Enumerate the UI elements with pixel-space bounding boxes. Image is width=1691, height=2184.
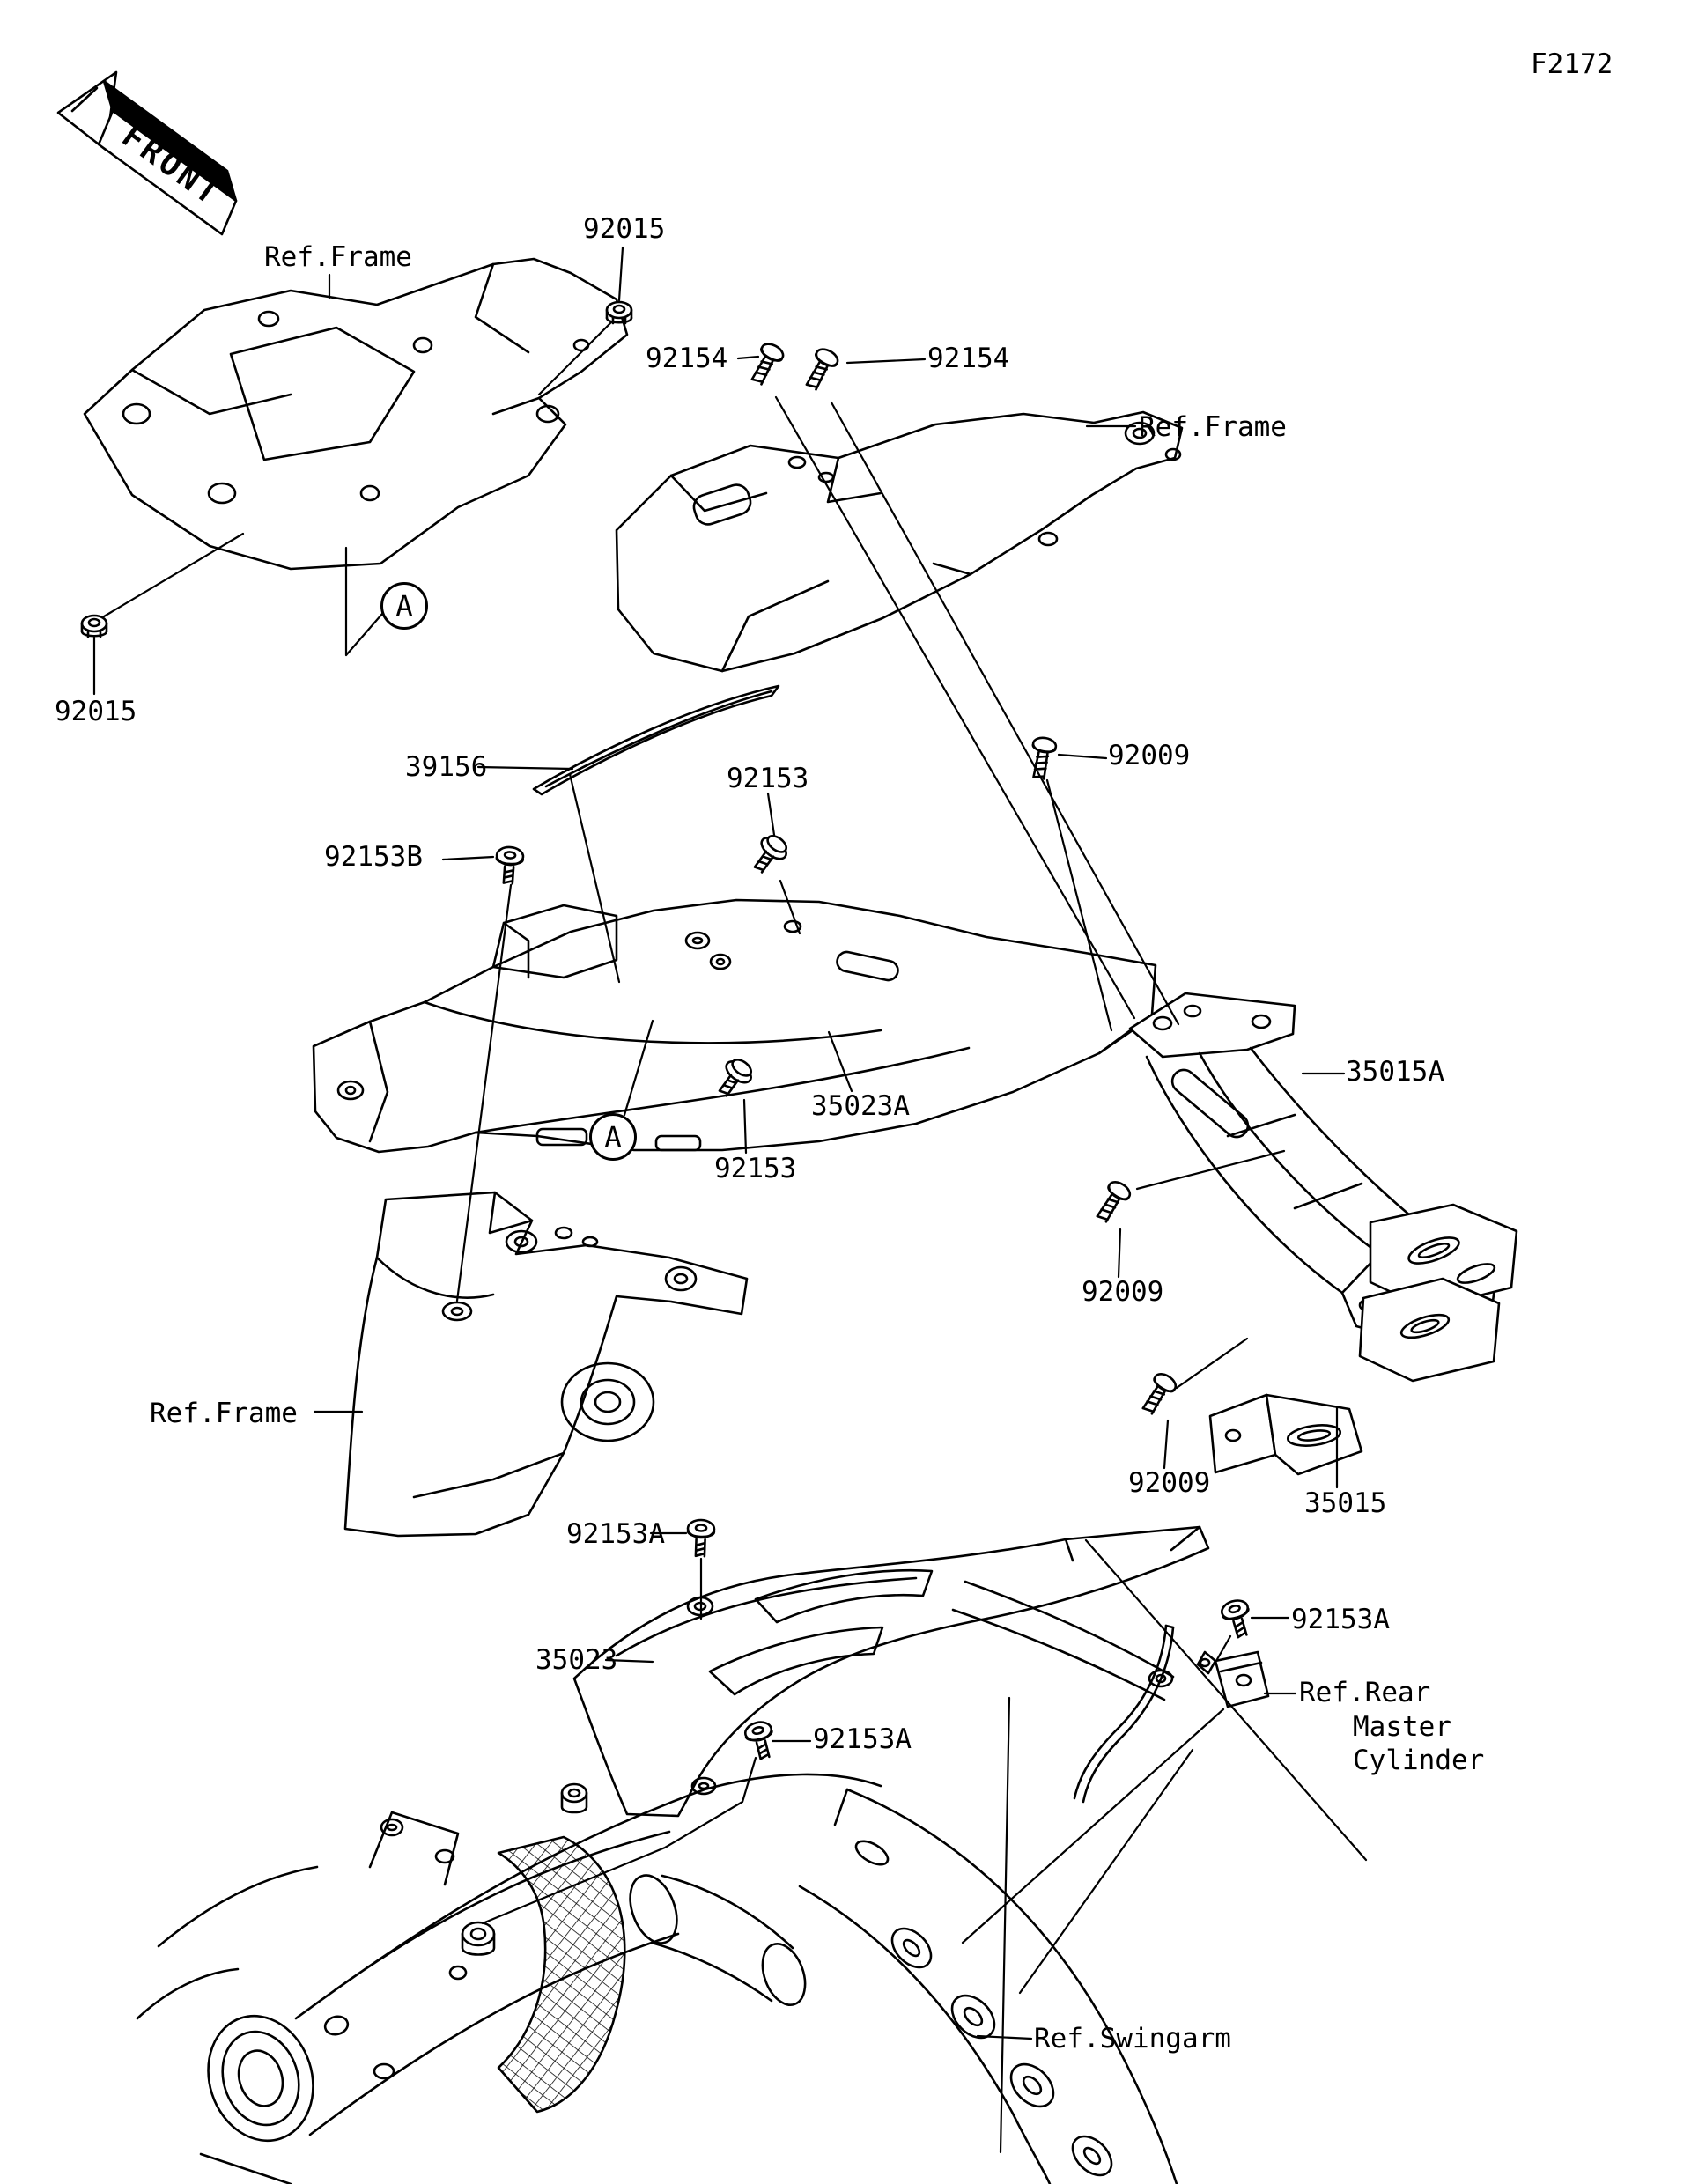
- callout-92153-2: 92153: [714, 1153, 797, 1184]
- callout-35015A: 35015A: [1346, 1056, 1444, 1088]
- stay-slotted-plates: [1358, 1203, 1518, 1383]
- callout-ref-rear-master-cylinder-line3: Cylinder: [1353, 1745, 1485, 1776]
- callout-92154-2: 92154: [927, 343, 1010, 374]
- callout-ref-frame-3: Ref.Frame: [150, 1398, 298, 1429]
- callout-92009-1: 92009: [1108, 740, 1191, 771]
- callout-39156: 39156: [405, 751, 488, 783]
- figure-code: F2172: [1531, 48, 1613, 80]
- callout-35015: 35015: [1304, 1487, 1387, 1519]
- callout-ref-swingarm: Ref.Swingarm: [1034, 2023, 1231, 2055]
- screw-92153A-3: [1218, 1596, 1257, 1642]
- callout-92009-2: 92009: [1082, 1276, 1164, 1308]
- nut-92015-2: [80, 614, 108, 638]
- screw-92009-3: [1136, 1369, 1180, 1419]
- screw-92153A-1: [685, 1518, 716, 1558]
- trim-strip-part: [532, 684, 780, 796]
- callout-35023A: 35023A: [811, 1090, 910, 1122]
- screw-92154-1: [745, 339, 787, 388]
- callout-ref-rear-master-cylinder-line1: Ref.Rear: [1299, 1677, 1431, 1708]
- callout-92153-1: 92153: [727, 763, 809, 794]
- callout-92015-2: 92015: [55, 696, 137, 727]
- screw-92154-2: [800, 344, 842, 394]
- callout-ref-frame-2: Ref.Frame: [1139, 411, 1287, 443]
- rear-master-cylinder-ref: [1073, 1624, 1270, 1804]
- swingarm-part: [136, 1773, 1178, 2184]
- callout-92153A-2: 92153A: [813, 1723, 912, 1755]
- callout-92009-3: 92009: [1128, 1467, 1211, 1499]
- callout-92153B: 92153B: [324, 841, 423, 873]
- callout-ref-rear-master-cylinder-line2: Master: [1353, 1711, 1451, 1743]
- rear-frame-upper-part: [615, 410, 1184, 673]
- callout-92015-1: 92015: [583, 213, 666, 245]
- detail-marker-a-1: A: [380, 582, 428, 630]
- callout-35023: 35023: [535, 1644, 618, 1676]
- frame-mid-part: [343, 1191, 749, 1538]
- leader-lines: [92, 246, 1368, 2154]
- detail-marker-a-2: A: [589, 1113, 637, 1161]
- license-bracket-part: [1208, 1393, 1363, 1476]
- front-arrow-icon: FRONT: [56, 70, 238, 236]
- callout-ref-frame-1: Ref.Frame: [264, 241, 412, 273]
- screw-92153B: [493, 845, 525, 886]
- screw-92153-1: [745, 830, 794, 880]
- screw-92009-2: [1090, 1177, 1134, 1227]
- callout-92154-1: 92154: [646, 343, 728, 374]
- callout-92153A-1: 92153A: [566, 1518, 665, 1550]
- frame-left-part: [83, 257, 629, 571]
- screw-92009-1: [1026, 734, 1059, 781]
- rear-fender-inner-part: [312, 898, 1157, 1154]
- rear-fender-part: [572, 1525, 1210, 1818]
- callout-92153A-3: 92153A: [1291, 1604, 1390, 1635]
